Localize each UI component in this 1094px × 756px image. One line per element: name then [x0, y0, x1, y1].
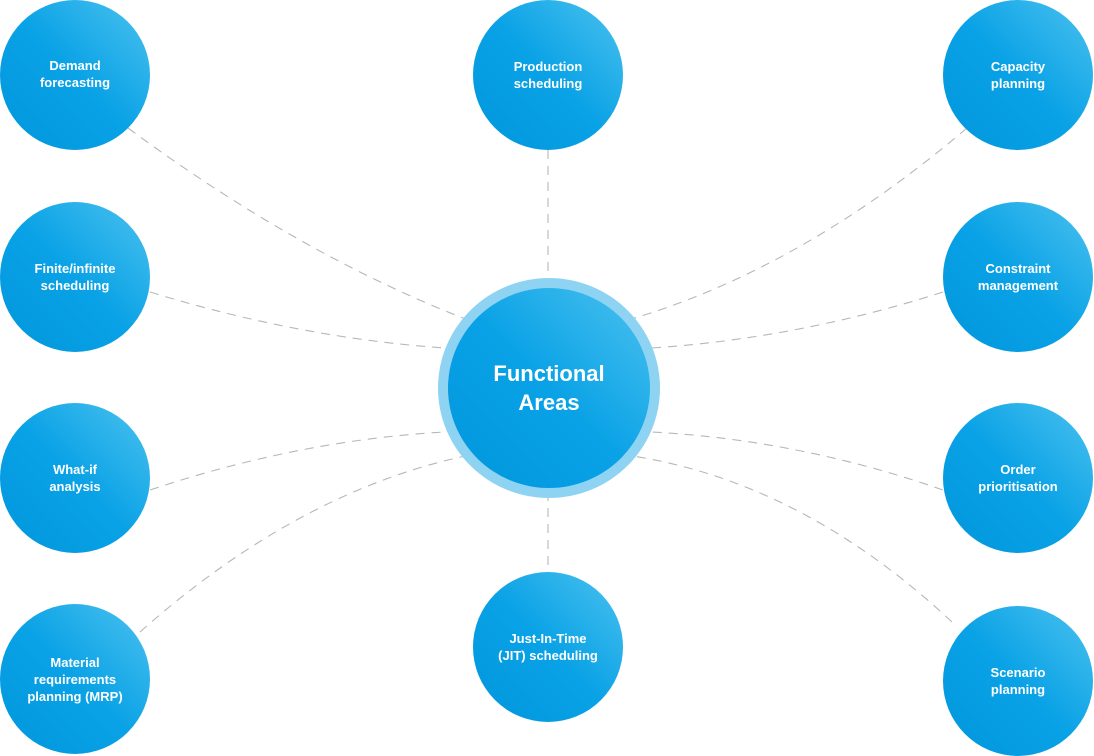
- connector-demand-forecasting: [127, 127, 469, 321]
- connector-order-prioritisation: [651, 431, 944, 491]
- node-what-if-analysis: What-if analysis: [0, 403, 150, 553]
- node-order-prioritisation: Order prioritisation: [943, 403, 1093, 553]
- node-label: Finite/infinite scheduling: [34, 261, 116, 293]
- node-label: Order prioritisation: [978, 462, 1058, 494]
- node-mrp: Material requirements planning (MRP): [0, 604, 150, 754]
- node-label: Scenario planning: [990, 665, 1046, 697]
- node-scenario-planning: Scenario planning: [943, 606, 1093, 756]
- connector-mrp: [139, 454, 471, 633]
- node-label: Material requirements planning (MRP): [27, 654, 123, 704]
- node-constraint-management: Constraint management: [943, 202, 1093, 352]
- node-label: What-if analysis: [49, 462, 101, 494]
- connector-scenario-planning: [625, 454, 953, 623]
- connector-what-if-analysis: [149, 431, 446, 491]
- connector-finite-infinite-scheduling: [149, 291, 446, 349]
- node-production-scheduling: Production scheduling: [473, 0, 623, 150]
- node-label: Capacity planning: [990, 59, 1046, 91]
- node-label: Constraint management: [977, 261, 1059, 293]
- node-label: Just-In-Time (JIT) scheduling: [498, 631, 598, 663]
- node-finite-infinite-scheduling: Finite/infinite scheduling: [0, 202, 150, 352]
- hub-title: Functional Areas: [493, 361, 605, 415]
- node-jit-scheduling: Just-In-Time (JIT) scheduling: [473, 572, 623, 722]
- connector-constraint-management: [651, 291, 944, 349]
- node-label: Production scheduling: [513, 59, 583, 91]
- node-label: Demand forecasting: [39, 58, 111, 90]
- node-demand-forecasting: Demand forecasting: [0, 0, 150, 150]
- node-capacity-planning: Capacity planning: [943, 0, 1093, 150]
- connector-capacity-planning: [627, 127, 968, 321]
- hub-functional-areas: Functional Areas: [448, 288, 650, 488]
